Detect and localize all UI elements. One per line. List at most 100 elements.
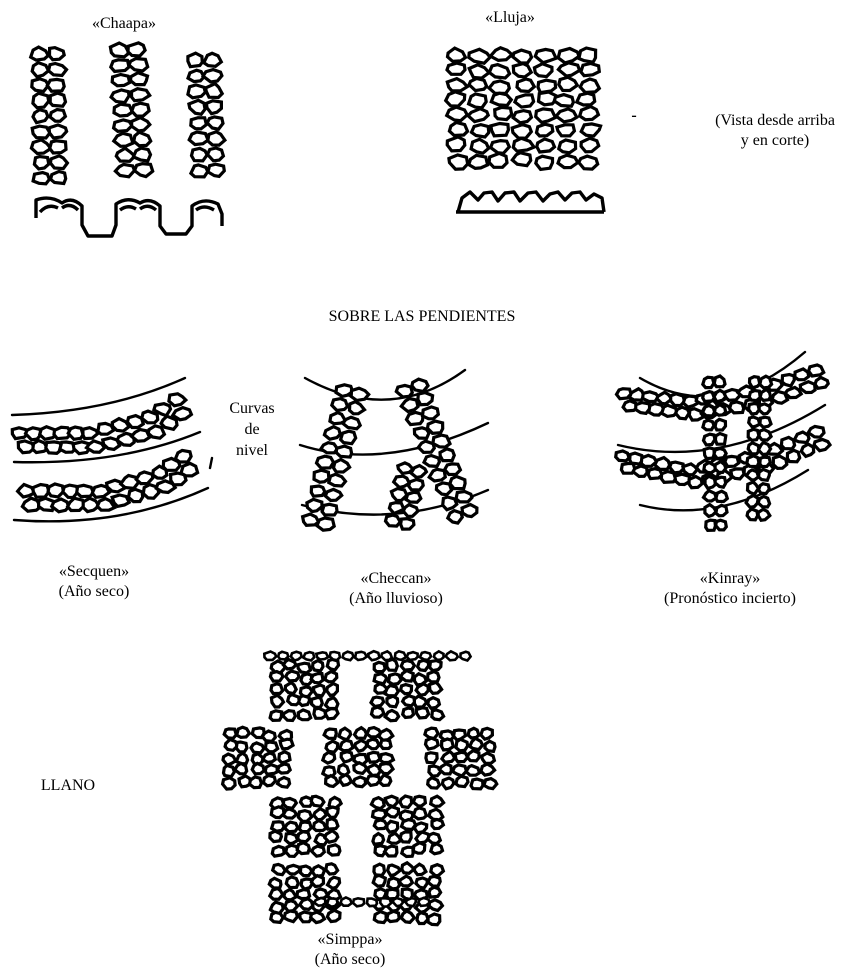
stone bbox=[114, 133, 133, 146]
lluja-drawing bbox=[446, 48, 601, 170]
stone bbox=[801, 444, 813, 456]
stone bbox=[489, 81, 509, 94]
stone bbox=[329, 474, 346, 486]
stone bbox=[388, 878, 400, 889]
stone bbox=[111, 90, 129, 103]
stone bbox=[418, 898, 429, 906]
stone bbox=[301, 879, 312, 889]
stone bbox=[481, 728, 493, 739]
stone bbox=[283, 809, 297, 818]
stone bbox=[559, 77, 578, 90]
stone bbox=[407, 412, 424, 424]
stone bbox=[429, 887, 441, 897]
secquen-drawing bbox=[12, 378, 212, 521]
stone bbox=[537, 139, 555, 152]
stone bbox=[395, 651, 406, 660]
stone bbox=[328, 877, 340, 888]
stone bbox=[298, 811, 311, 822]
stone bbox=[462, 505, 477, 517]
stone bbox=[746, 495, 758, 507]
stone bbox=[456, 776, 468, 786]
curvas-label-line1: Curvas bbox=[212, 399, 292, 418]
stone bbox=[303, 652, 314, 660]
stone bbox=[714, 449, 726, 459]
stone bbox=[207, 117, 223, 129]
stone bbox=[325, 489, 341, 500]
stone bbox=[703, 377, 714, 387]
stone bbox=[338, 765, 349, 776]
stone bbox=[285, 833, 297, 843]
stone bbox=[325, 831, 338, 843]
stone bbox=[129, 59, 148, 72]
stone bbox=[400, 832, 411, 842]
stone bbox=[703, 420, 714, 430]
stone bbox=[324, 729, 336, 738]
stone bbox=[132, 430, 150, 442]
stone bbox=[450, 476, 465, 488]
stone bbox=[428, 914, 440, 925]
checcan-drawing bbox=[300, 370, 488, 530]
secquen-note: (Año seco) bbox=[44, 582, 144, 601]
stone bbox=[491, 141, 510, 154]
checcan-note: (Año lluvioso) bbox=[326, 589, 466, 608]
stone bbox=[299, 696, 310, 706]
simppa-label: «Simppa» bbox=[300, 930, 400, 949]
stone bbox=[445, 464, 461, 475]
stone bbox=[373, 875, 385, 886]
chaapa-label: «Chaapa» bbox=[84, 14, 164, 33]
stone bbox=[299, 822, 311, 832]
stone bbox=[466, 766, 480, 776]
stone bbox=[313, 821, 326, 831]
stone bbox=[327, 899, 337, 907]
stone bbox=[307, 499, 322, 511]
stone bbox=[749, 391, 760, 401]
stone bbox=[407, 652, 418, 660]
stone bbox=[128, 43, 145, 56]
stone bbox=[115, 164, 134, 176]
stone bbox=[263, 775, 275, 785]
stone bbox=[714, 390, 726, 402]
stone bbox=[285, 822, 298, 832]
stone bbox=[33, 110, 48, 123]
stone bbox=[34, 157, 48, 169]
stone bbox=[414, 696, 426, 707]
stone bbox=[760, 417, 771, 427]
stone bbox=[412, 379, 428, 391]
chaapa-section bbox=[36, 198, 222, 236]
stone bbox=[447, 63, 465, 74]
stone bbox=[491, 124, 509, 136]
stone bbox=[417, 913, 428, 924]
stone bbox=[48, 484, 63, 497]
stone bbox=[413, 843, 425, 854]
stone bbox=[372, 707, 384, 717]
stone bbox=[343, 417, 360, 429]
stone bbox=[236, 742, 247, 752]
stone bbox=[316, 652, 328, 659]
stone bbox=[315, 898, 326, 906]
stone bbox=[760, 457, 771, 467]
stone bbox=[558, 63, 579, 76]
stone bbox=[434, 651, 444, 660]
stone bbox=[781, 437, 794, 448]
stone bbox=[418, 393, 433, 405]
stone bbox=[327, 819, 338, 829]
stone bbox=[379, 764, 393, 774]
stone bbox=[431, 844, 443, 854]
stone bbox=[327, 807, 338, 817]
stone bbox=[311, 876, 323, 887]
stone bbox=[808, 426, 824, 437]
stone bbox=[616, 451, 629, 461]
stone bbox=[424, 456, 439, 467]
stone bbox=[759, 484, 770, 494]
stone bbox=[747, 509, 758, 520]
stone bbox=[134, 132, 151, 146]
stone bbox=[423, 407, 439, 419]
stone bbox=[730, 402, 744, 413]
stone bbox=[341, 431, 356, 444]
stone bbox=[313, 685, 324, 696]
stone bbox=[580, 107, 599, 120]
stone bbox=[367, 739, 379, 748]
stone bbox=[386, 515, 401, 526]
stone bbox=[148, 426, 164, 438]
stone bbox=[431, 865, 444, 876]
